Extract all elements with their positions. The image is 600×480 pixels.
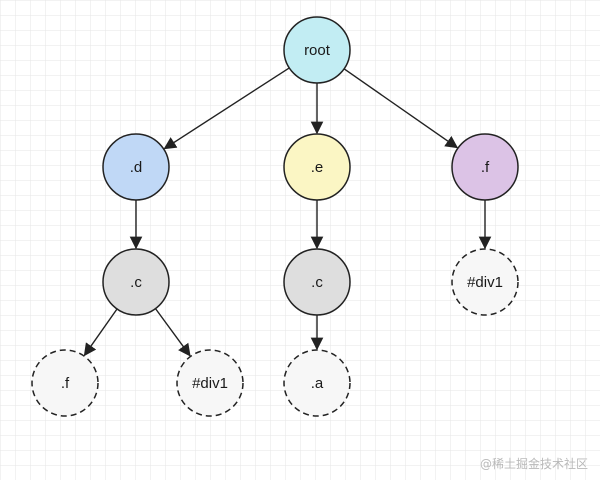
node-circle-div1_leaf: [176, 349, 244, 417]
node-d: .d: [102, 133, 170, 201]
node-div1_right: #div1: [451, 248, 519, 316]
nodes-layer: root .d .e .f .c .c #div1 .f #div1 .a: [31, 16, 519, 417]
node-a_leaf: .a: [283, 349, 351, 417]
node-f_top: .f: [451, 133, 519, 201]
node-label-e: .e: [311, 159, 324, 176]
node-div1_leaf: #div1: [176, 349, 244, 417]
node-f_leaf: .f: [31, 349, 99, 417]
node-circle-f_top: [451, 133, 519, 201]
node-circle-a_leaf: [283, 349, 351, 417]
edge-root-to-d: [163, 67, 290, 150]
node-label-c_left: .c: [130, 274, 142, 291]
node-circle-div1_right: [451, 248, 519, 316]
node-circle-e: [283, 133, 351, 201]
node-c_mid: .c: [283, 248, 351, 316]
edge-c_left-to-div1_leaf: [154, 308, 191, 357]
node-label-c_mid: .c: [311, 274, 323, 291]
watermark: @稀土掘金技术社区: [479, 457, 588, 471]
node-circle-root: [283, 16, 351, 84]
edges-layer: [83, 67, 492, 357]
node-label-root: root: [304, 42, 331, 59]
node-label-div1_right: #div1: [467, 274, 503, 291]
node-label-f_leaf: .f: [61, 375, 70, 392]
node-circle-f_leaf: [31, 349, 99, 417]
node-e: .e: [283, 133, 351, 201]
edge-root-to-f_top: [343, 68, 459, 149]
node-root: root: [283, 16, 351, 84]
node-circle-c_mid: [283, 248, 351, 316]
node-circle-d: [102, 133, 170, 201]
node-label-a_leaf: .a: [311, 375, 324, 392]
edge-c_left-to-f_leaf: [83, 308, 118, 357]
node-label-div1_leaf: #div1: [192, 375, 228, 392]
node-c_left: .c: [102, 248, 170, 316]
node-circle-c_left: [102, 248, 170, 316]
node-label-d: .d: [130, 159, 143, 176]
node-label-f_top: .f: [481, 159, 490, 176]
